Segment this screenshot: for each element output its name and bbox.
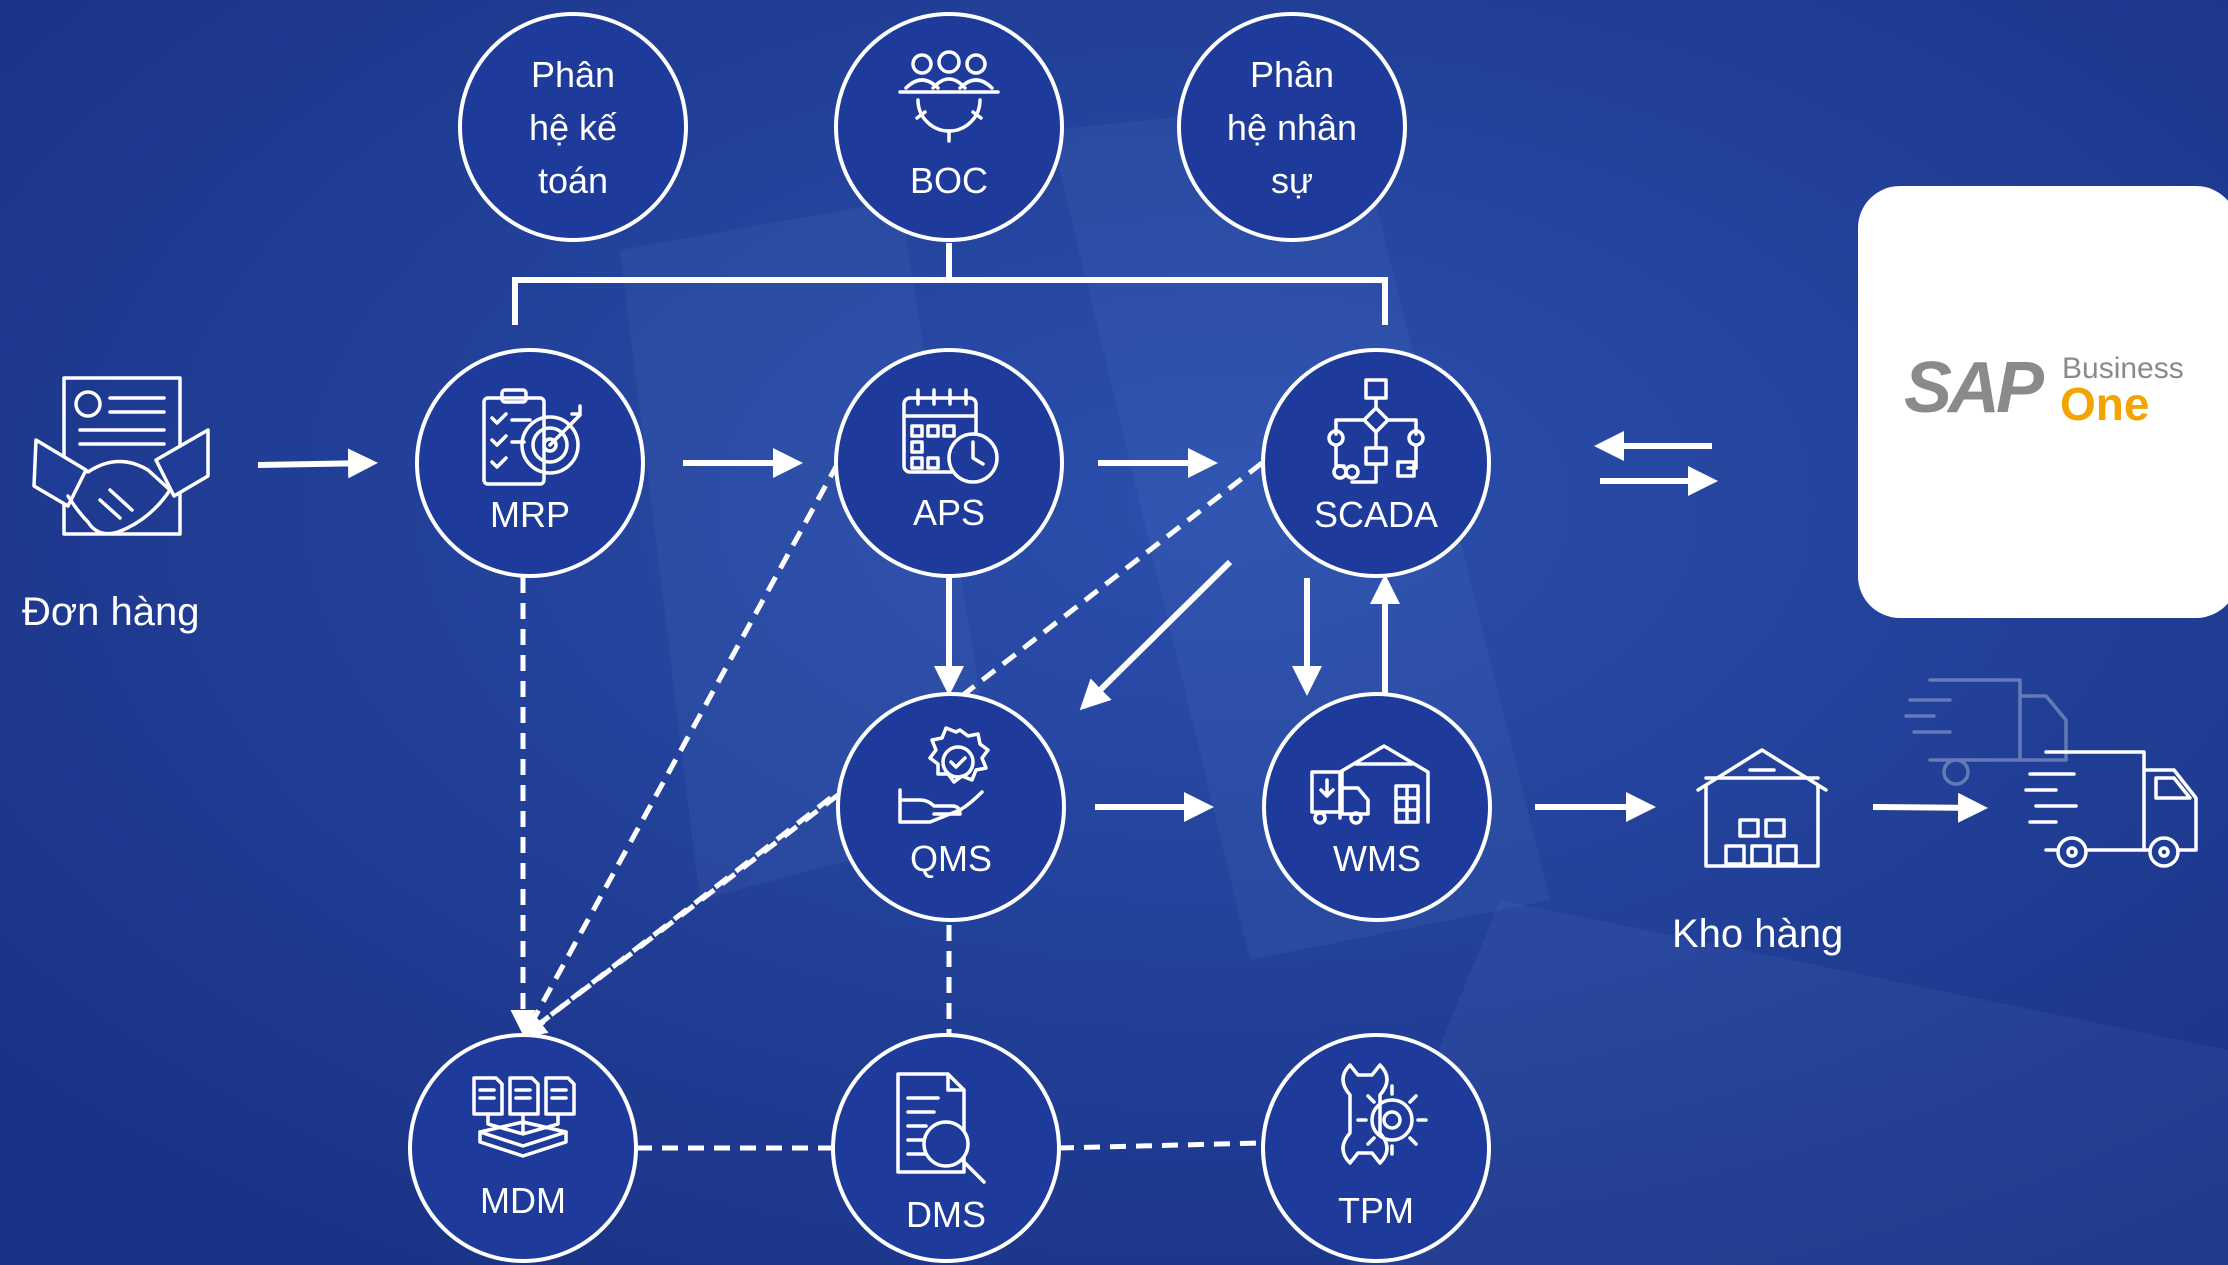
qms-label: QMS xyxy=(909,838,992,879)
checklist-target-icon xyxy=(482,388,582,486)
mrp-label: MRP xyxy=(490,494,570,535)
handshake-contract-icon xyxy=(32,376,210,536)
node-wms xyxy=(1262,692,1492,922)
tpm-label: TPM xyxy=(1338,1190,1414,1231)
bracket-top xyxy=(512,277,1388,325)
boc-label: BOC xyxy=(909,160,988,201)
warehouse-truck-icon xyxy=(1310,744,1430,825)
ke-toan-line3: toán xyxy=(537,160,609,201)
order-label: Đơn hàng xyxy=(22,590,200,634)
wms-label: WMS xyxy=(1333,838,1421,879)
arrow-scada-qms xyxy=(1079,559,1233,711)
sap-panel xyxy=(1858,186,2228,618)
node-ke-toan xyxy=(458,12,688,242)
dms-label: DMS xyxy=(906,1194,986,1235)
node-nhan-su-text: Phân hệ nhân sự xyxy=(1192,48,1392,207)
nhan-su-line3: sự xyxy=(1270,160,1314,201)
mdm-label: MDM xyxy=(480,1180,566,1221)
sap-business-text: Business xyxy=(2062,352,2184,385)
nhan-su-line1: Phân xyxy=(1249,54,1335,95)
dash-dms-tpm xyxy=(1057,1140,1263,1151)
control-flow-icon xyxy=(1327,378,1425,484)
wrench-gear-icon xyxy=(1341,1063,1428,1165)
aps-label: APS xyxy=(912,492,986,533)
node-ke-toan-text: Phân hệ kế toán xyxy=(473,48,673,207)
dash-qms-mdm xyxy=(521,793,840,1039)
ke-toan-line2: hệ kế xyxy=(528,107,618,148)
node-mdm xyxy=(408,1033,638,1263)
warehouse-label: Kho hàng xyxy=(1672,912,1844,956)
sap-one-text: One xyxy=(2060,378,2149,430)
warehouse-icon xyxy=(1696,748,1828,868)
arrow-warehouse-truck xyxy=(1872,792,1988,823)
ke-toan-line1: Phân xyxy=(530,54,616,95)
dash-aps-mdm xyxy=(522,461,841,1040)
sap-business-one-logo: SAP Business One xyxy=(1904,348,2184,430)
quality-hand-icon xyxy=(898,726,990,824)
arrow-order-mrp xyxy=(257,448,378,479)
node-nhan-su xyxy=(1177,12,1407,242)
document-search-icon xyxy=(896,1072,986,1184)
sap-brand-text: SAP xyxy=(1904,348,2045,428)
delivery-truck-icon xyxy=(2024,750,2198,868)
team-gear-icon xyxy=(898,50,1000,143)
node-tpm xyxy=(1261,1033,1491,1263)
nhan-su-line2: hệ nhân xyxy=(1226,107,1358,148)
node-boc xyxy=(834,12,1064,242)
calendar-clock-icon xyxy=(902,388,999,484)
scada-label: SCADA xyxy=(1313,494,1439,535)
documents-merge-icon xyxy=(472,1076,576,1158)
